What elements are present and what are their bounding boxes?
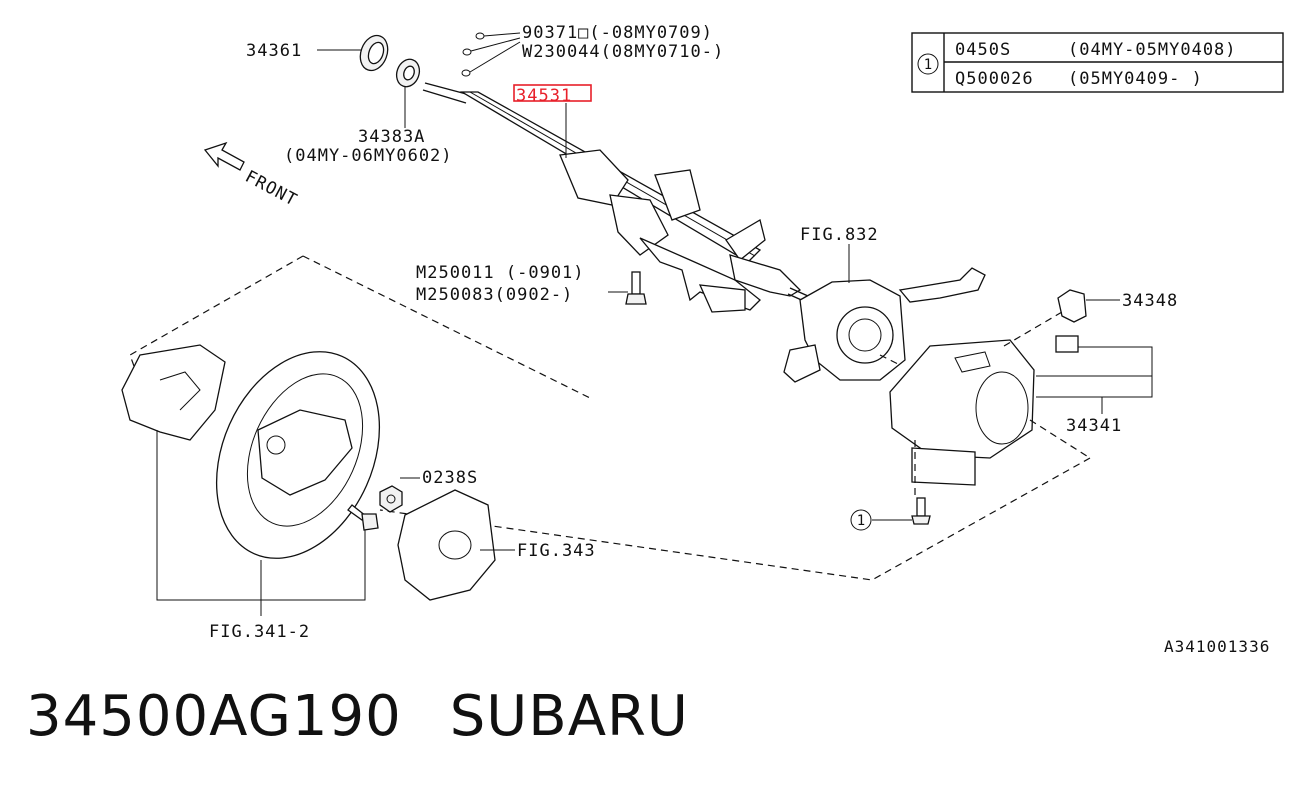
legend-row-2-range: (05MY0409- ) — [1068, 69, 1203, 89]
steering-column-34531 — [422, 82, 809, 313]
label-0238s: 0238S — [422, 468, 478, 488]
brand-name: SUBARU — [449, 684, 689, 749]
clip-34348 — [1057, 289, 1087, 323]
label-34383a-range: (04MY-06MY0602) — [284, 146, 453, 166]
front-arrow-icon — [203, 141, 245, 171]
label-m250011: M250011 (-0901) — [416, 263, 585, 283]
legend-row-1-part: 0450S — [955, 40, 1011, 60]
label-34348: 34348 — [1122, 291, 1178, 311]
label-34361: 34361 — [246, 41, 302, 61]
label-fig832: FIG.832 — [800, 225, 879, 245]
airbag-module — [397, 489, 496, 601]
legend-marker-circle — [917, 53, 939, 75]
label-plate — [1055, 335, 1079, 353]
bolt-m250011 — [625, 271, 647, 305]
label-34341: 34341 — [1066, 416, 1122, 436]
legend-marker: 1 — [924, 57, 932, 73]
label-34531: 34531 — [516, 86, 572, 106]
callout-1: 1 — [857, 513, 865, 529]
bolt-wheel — [347, 504, 379, 531]
legend-table: 1 0450S (04MY-05MY0408) Q500026 (05MY040… — [911, 32, 1284, 93]
part-number-footer: 34500AG190 SUBARU — [26, 684, 689, 749]
legend-row-1-range: (04MY-05MY0408) — [1068, 40, 1237, 60]
legend-row-2-part: Q500026 — [955, 69, 1034, 89]
leader-34341-a — [1036, 346, 1153, 398]
dashed-boundary-top — [302, 255, 591, 399]
combination-switch — [783, 267, 986, 383]
label-34383a: 34383A — [358, 127, 425, 147]
bearing-34383a — [395, 58, 421, 88]
part-number: 34500AG190 — [26, 684, 402, 749]
dashed-guide-4 — [879, 354, 901, 366]
label-w230044: W230044(08MY0710-) — [522, 42, 724, 62]
highlight-box-34531 — [513, 84, 592, 102]
dashed-boundary-bottom — [379, 457, 1091, 581]
diagram-code: A341001336 — [1164, 637, 1270, 656]
clip-parts — [461, 32, 521, 77]
screw-callout-1 — [911, 497, 931, 525]
nut-0238s — [379, 485, 403, 513]
steering-wheel — [215, 351, 381, 559]
dashed-guide-1 — [1003, 311, 1063, 347]
label-m250083: M250083(0902-) — [416, 285, 573, 305]
label-90371: 90371□(-08MY0709) — [522, 23, 713, 43]
seal-34361 — [359, 34, 389, 72]
label-front: FRONT — [242, 167, 301, 211]
steering-back-cover — [121, 344, 226, 441]
label-fig341-2: FIG.341-2 — [209, 622, 310, 642]
callout-circle — [850, 509, 872, 531]
label-fig343: FIG.343 — [517, 541, 596, 561]
column-cover-34341 — [889, 339, 1035, 486]
